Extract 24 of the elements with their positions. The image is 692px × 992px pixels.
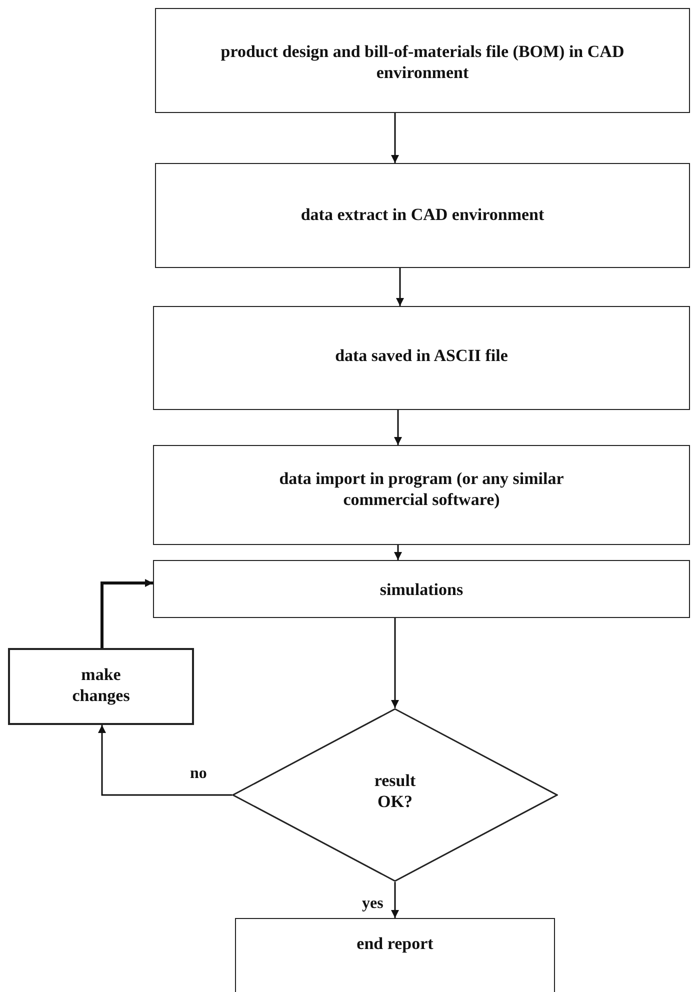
process-box [153,306,690,410]
arrow [394,410,402,445]
process-box [153,445,690,545]
process-box [235,918,555,992]
node-label: data saved in ASCII file [334,345,509,366]
node-label: data import in program (or any similar commercial software) [278,468,565,510]
node-label: product design and bill-of-materials file (BOM) in CAD environment [220,41,626,84]
decision-diamond [232,708,558,882]
node-label: data extract in CAD environment [300,204,546,226]
process-box [153,560,690,618]
arrow [396,268,404,306]
arrow [391,618,399,708]
arrow [98,725,232,796]
arrow [391,882,399,918]
node-label: end report [356,933,434,954]
arrow [391,113,399,163]
arrow [100,579,153,648]
process-box [8,648,194,725]
arrow [394,545,402,560]
node-label: result OK? [373,770,417,812]
node-label: make changes [71,664,131,706]
process-box [155,163,690,268]
process-box [155,8,690,113]
node-label: simulations [378,579,464,600]
